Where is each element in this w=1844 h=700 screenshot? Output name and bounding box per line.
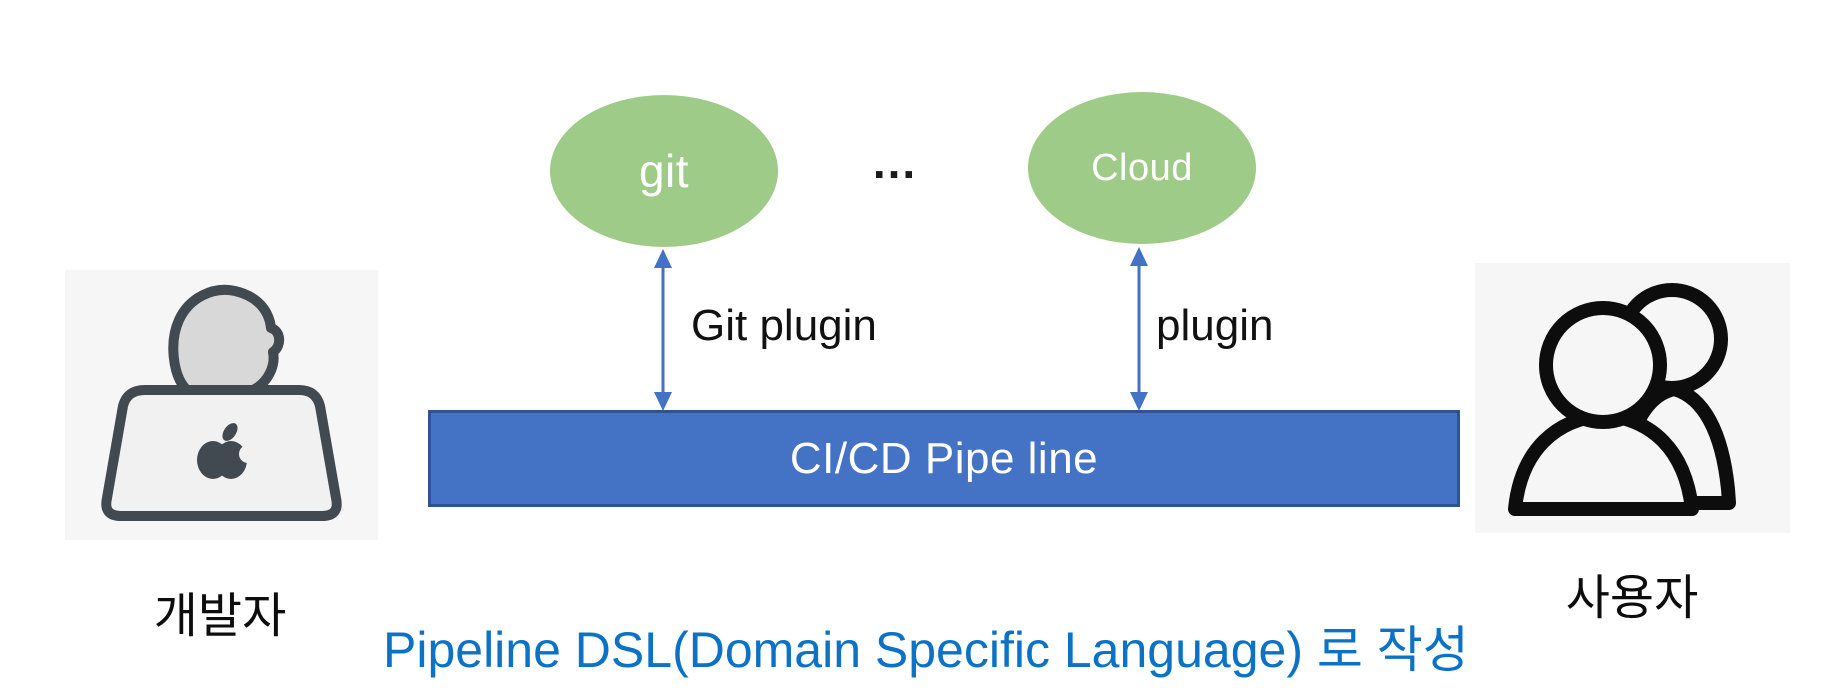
pipeline-bar: CI/CD Pipe line — [428, 410, 1460, 507]
developer-at-laptop-icon — [101, 284, 345, 521]
pipeline-bar-label: CI/CD Pipe line — [789, 433, 1099, 483]
caption-text: Pipeline DSL(Domain Specific Language) 로… — [383, 622, 1469, 678]
git-node-label: git — [638, 145, 690, 197]
cloud-node-label: Cloud — [1091, 146, 1193, 189]
users-icon — [1508, 283, 1736, 516]
cloud-pipeline-arrow — [1123, 246, 1155, 412]
front-user-head — [1539, 301, 1667, 429]
user-icon-tile — [1475, 263, 1790, 533]
apple-logo-icon — [197, 423, 257, 479]
git-pipeline-arrow — [647, 248, 679, 412]
developer-icon-tile — [65, 270, 378, 540]
cloud-node: Cloud — [1028, 92, 1256, 244]
user-label: 사용자 — [1565, 572, 1699, 625]
cloud-plugin-edge-label: plugin — [1156, 301, 1274, 350]
ellipsis-text: ... — [872, 136, 918, 188]
git-node: git — [550, 95, 778, 247]
double-arrow-icon — [654, 249, 672, 411]
double-arrow-icon — [1130, 247, 1148, 411]
git-plugin-edge-label: Git plugin — [691, 301, 877, 350]
developer-label: 개발자 — [153, 590, 287, 643]
